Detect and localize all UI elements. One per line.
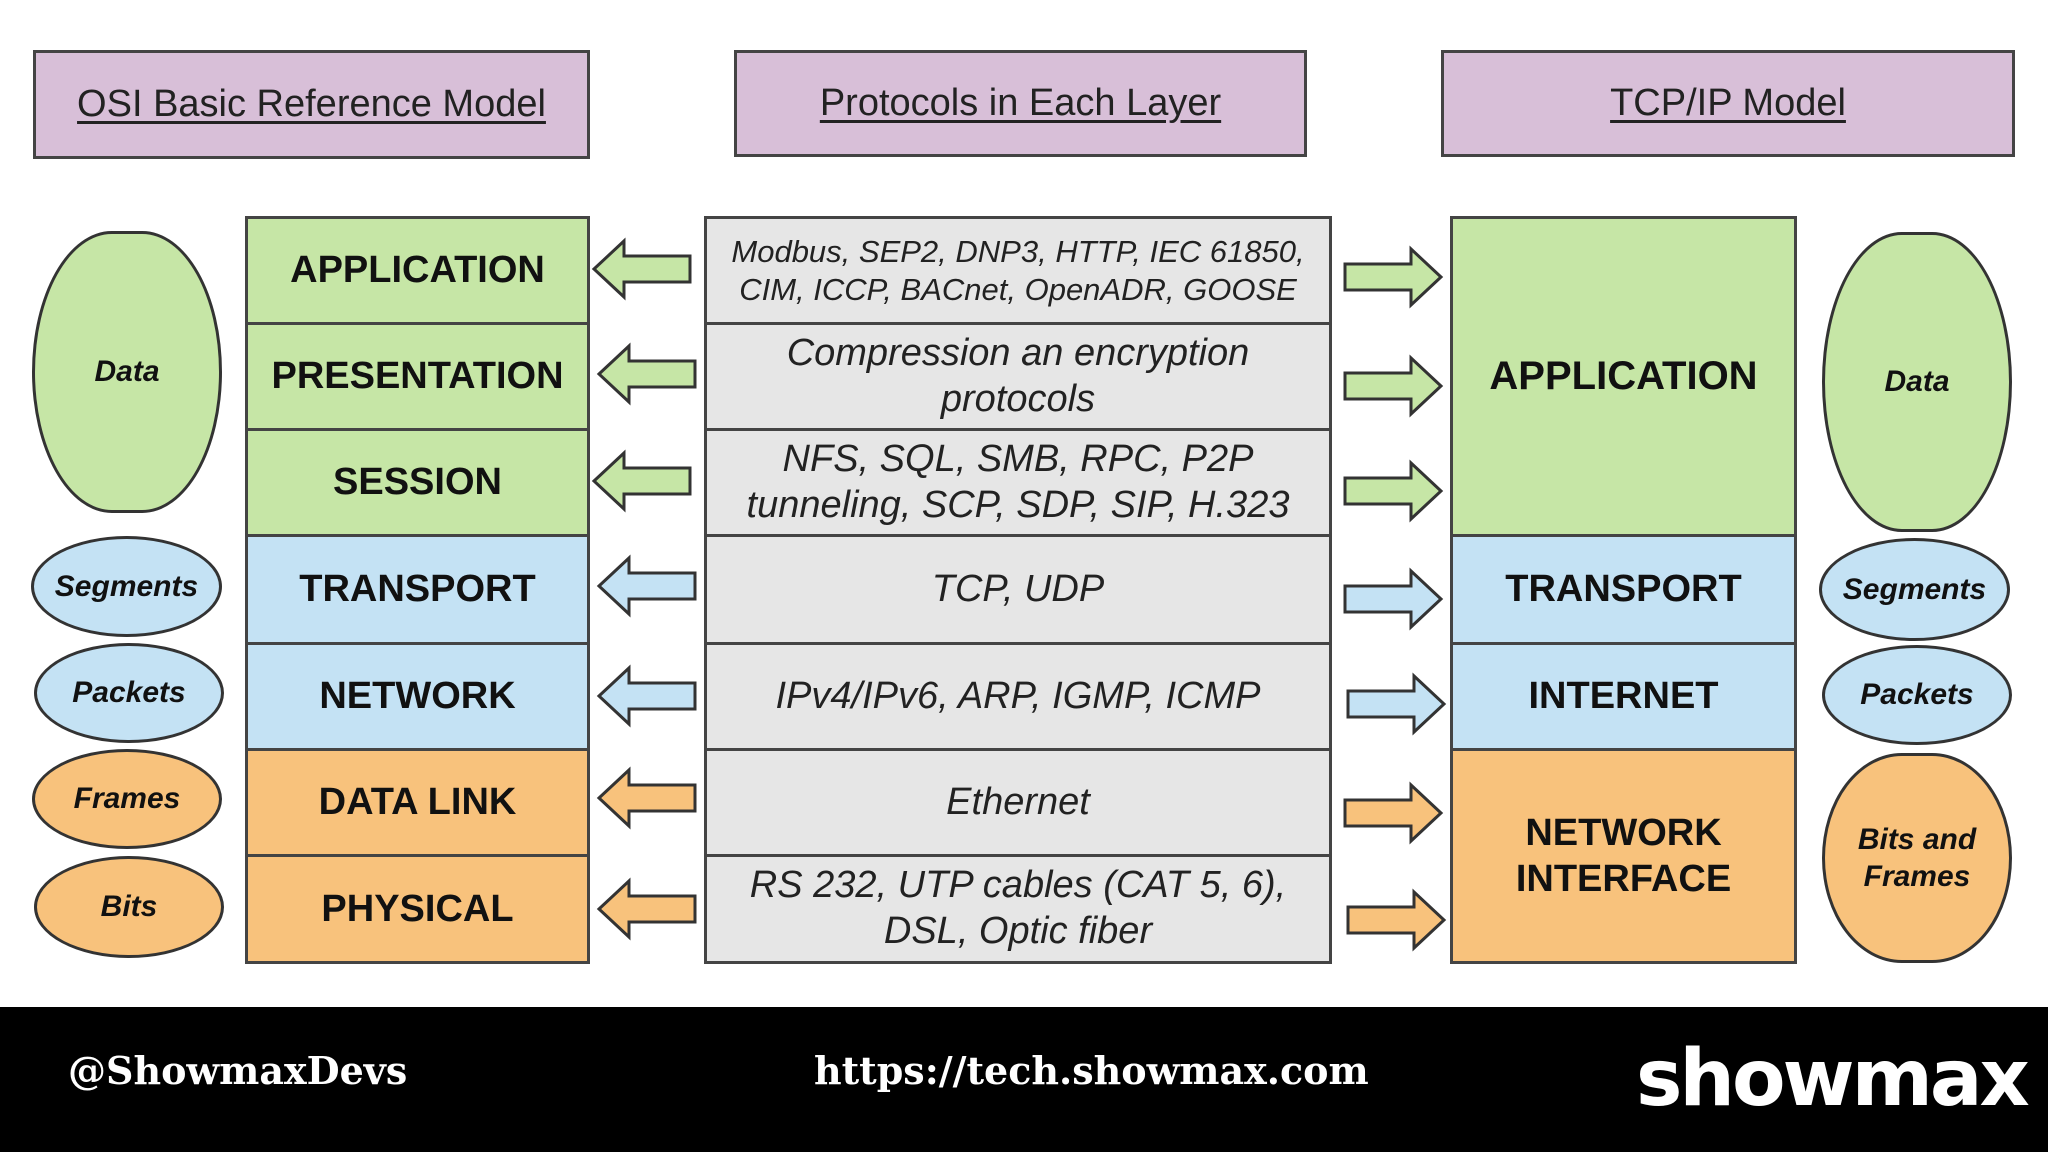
osi-layer-network: NETWORK [245,642,590,751]
protocols-transport: TCP, UDP [704,534,1332,645]
tcpip-pdu-bits-and-frames: Bits and Frames [1822,753,2012,963]
osi-pdu-data: Data [32,231,222,513]
arrow-left-presentation [596,342,697,406]
protocols-physical: RS 232, UTP cables (CAT 5, 6), DSL, Opti… [704,854,1332,964]
osi-layer-physical: PHYSICAL [245,854,590,964]
header-tcpip-label: TCP/IP Model [1610,82,1846,124]
tcpip-pdu-packets: Packets [1822,645,2012,745]
arrow-left-physical [596,877,697,941]
arrow-right-physical [1346,888,1447,952]
tcpip-layer-application: APPLICATION [1450,216,1797,537]
header-protocols-label: Protocols in Each Layer [819,82,1222,124]
arrow-right-application [1343,245,1444,309]
tcpip-layer-internet: INTERNET [1450,642,1797,751]
header-osi: OSI Basic Reference Model [33,50,590,159]
protocols-data-link: Ethernet [704,748,1332,857]
protocols-network: IPv4/IPv6, ARP, IGMP, ICMP [704,642,1332,751]
arrow-right-network [1346,672,1447,736]
footer-bar [0,1007,2048,1152]
osi-layer-transport: TRANSPORT [245,534,590,645]
footer-url: https://tech.showmax.com [814,1048,1369,1093]
showmax-logo: showmax [1636,1034,2030,1124]
arrow-right-transport [1343,567,1444,631]
osi-pdu-packets: Packets [34,643,224,743]
osi-pdu-bits: Bits [34,856,224,958]
arrow-left-data-link [596,766,697,830]
osi-layer-data-link: DATA LINK [245,748,590,857]
osi-pdu-segments: Segments [31,536,222,637]
tcpip-layer-transport: TRANSPORT [1450,534,1797,645]
header-protocols: Protocols in Each Layer [734,50,1307,157]
arrow-right-data-link [1343,781,1444,845]
tcpip-pdu-segments: Segments [1819,538,2010,641]
arrow-left-network [596,664,697,728]
osi-layer-application: APPLICATION [245,216,590,325]
osi-layer-presentation: PRESENTATION [245,322,590,431]
protocols-presentation: Compression an encryption protocols [704,322,1332,431]
protocols-session: NFS, SQL, SMB, RPC, P2P tunneling, SCP, … [704,428,1332,537]
osi-pdu-frames: Frames [32,749,222,849]
arrow-left-application [591,237,692,301]
arrow-left-transport [596,554,697,618]
arrow-left-session [591,449,692,513]
arrow-right-session [1343,459,1444,523]
footer-handle: @ShowmaxDevs [68,1048,408,1093]
header-tcpip: TCP/IP Model [1441,50,2015,157]
tcpip-layer-network-interface: NETWORK INTERFACE [1450,748,1797,964]
protocols-application: Modbus, SEP2, DNP3, HTTP, IEC 61850, CIM… [704,216,1332,325]
tcpip-pdu-data: Data [1822,232,2012,532]
osi-layer-session: SESSION [245,428,590,537]
arrow-right-presentation [1343,354,1444,418]
header-osi-label: OSI Basic Reference Model [77,83,546,125]
